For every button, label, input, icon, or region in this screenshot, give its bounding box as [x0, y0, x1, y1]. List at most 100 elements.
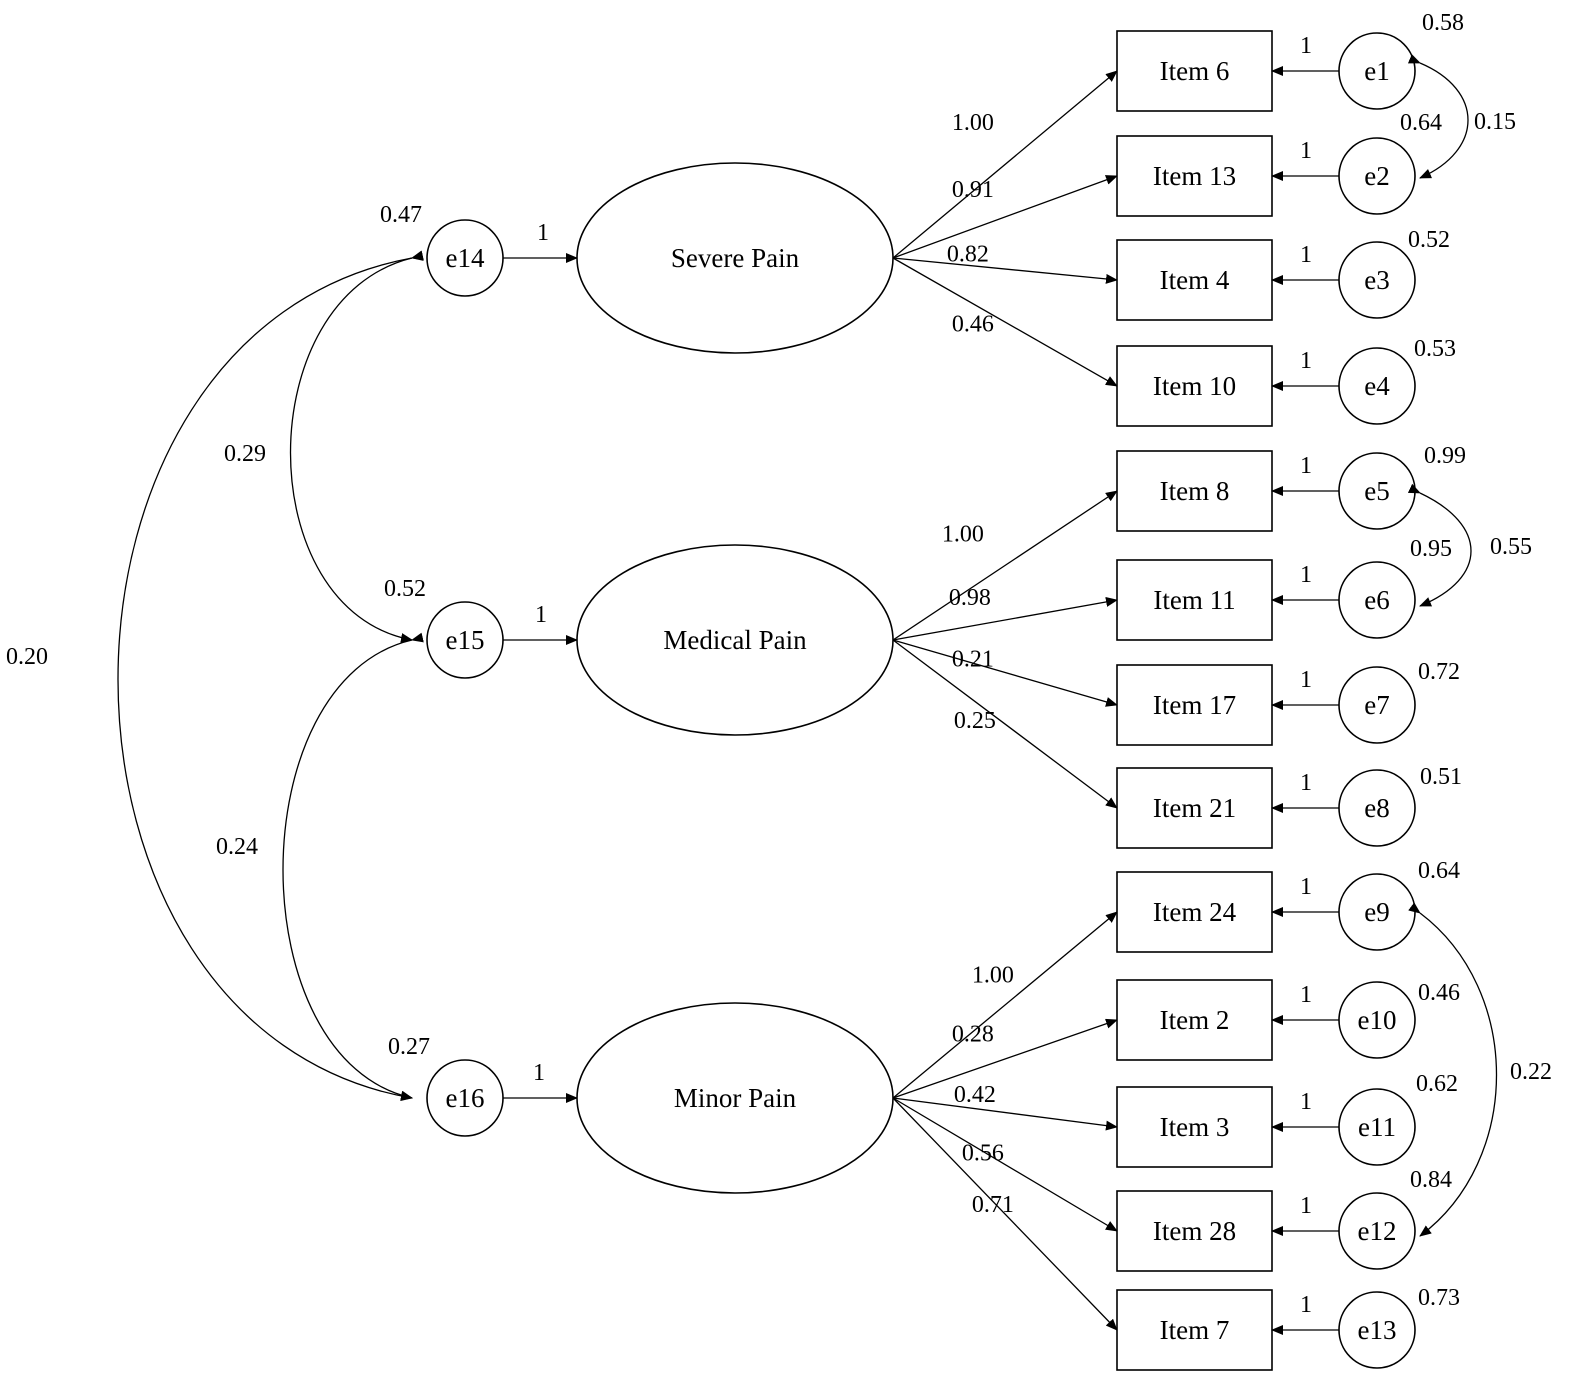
- item-label: Item 28: [1153, 1216, 1236, 1246]
- error-path-weight: 1: [1300, 33, 1312, 59]
- factor-covariances: 0.29 0.24 0.20: [6, 250, 424, 1102]
- loading-label-item-21: 0.25: [954, 708, 996, 734]
- error-path-weight: 1: [1300, 982, 1312, 1008]
- loading-arrow-item-7: [892, 1097, 1118, 1331]
- error-covariances: 0.15 0.55 0.22: [1407, 54, 1552, 1237]
- error-label: e14: [446, 243, 485, 273]
- covariance-curve-e15-e16: [282, 632, 424, 1101]
- item-box: [1116, 559, 1273, 641]
- loading-arrow-item-13: [892, 175, 1118, 259]
- item-box: [1116, 664, 1273, 746]
- error-path-weight: 1: [1300, 1292, 1312, 1318]
- covariance-label-e5-e6: 0.55: [1490, 534, 1532, 560]
- error-path-weight: 1: [537, 220, 549, 246]
- item-label: Item 7: [1160, 1315, 1230, 1345]
- error-path-weight: 1: [1300, 453, 1312, 479]
- latent-factor-minor-pain: Minor Pain: [576, 1002, 894, 1194]
- error-variance: 0.47: [380, 202, 422, 228]
- item-box: [1116, 1190, 1273, 1272]
- error-variance: 0.73: [1418, 1285, 1460, 1311]
- loading-arrow-item-21: [892, 639, 1118, 809]
- error-path-weight: 1: [1300, 1193, 1312, 1219]
- covariance-curve-e1-e2: [1407, 54, 1469, 179]
- error-label: e10: [1358, 1005, 1397, 1035]
- covariance-label-e14-e15: 0.29: [224, 441, 266, 467]
- error-variance: 0.84: [1410, 1167, 1452, 1193]
- error-path-weight: 1: [1300, 667, 1312, 693]
- factor-error-e16: e16 0.27 1: [388, 1034, 578, 1137]
- error-variance: 0.58: [1422, 10, 1464, 36]
- item-box: [1116, 239, 1273, 321]
- latent-factors: Severe Pain Medical Pain Minor Pain: [576, 162, 894, 1194]
- error-path-weight: 1: [533, 1060, 545, 1086]
- item-label: Item 4: [1160, 265, 1230, 295]
- factor-error-e14: e14 0.47 1: [380, 202, 578, 297]
- error-path-weight: 1: [1300, 348, 1312, 374]
- item-item-6: Item 6 1 e1 0.58: [1116, 10, 1464, 112]
- error-variance: 0.62: [1416, 1071, 1458, 1097]
- item-box: [1116, 345, 1273, 427]
- error-circle-e3: [1338, 241, 1416, 319]
- error-label: e11: [1358, 1112, 1396, 1142]
- covariance-curve-e14-e16: [117, 251, 424, 1102]
- item-box: [1116, 871, 1273, 953]
- covariance-curve-e9-e12: [1408, 902, 1497, 1237]
- factor-label: Medical Pain: [663, 625, 807, 655]
- error-variance: 0.99: [1424, 443, 1466, 469]
- loading-label-item-17: 0.21: [952, 646, 994, 672]
- factor-error-e15: e15 0.52 1: [384, 576, 578, 679]
- error-path-weight: 1: [1300, 562, 1312, 588]
- error-variance: 0.95: [1410, 536, 1452, 562]
- item-label: Item 11: [1153, 585, 1235, 615]
- item-item-7: Item 7 1 e13 0.73: [1116, 1285, 1460, 1371]
- item-label: Item 10: [1153, 371, 1236, 401]
- error-label: e2: [1364, 161, 1389, 191]
- error-circle-e13: [1338, 1291, 1416, 1369]
- loading-arrow-item-24: [892, 911, 1118, 1099]
- item-box: [1116, 1289, 1273, 1371]
- loading-arrow-item-6: [892, 70, 1118, 259]
- loading-arrow-item-28: [892, 1097, 1118, 1232]
- error-label: e1: [1364, 56, 1389, 86]
- item-label: Item 6: [1160, 56, 1230, 86]
- item-box: [1116, 767, 1273, 849]
- loading-label-item-13: 0.91: [952, 177, 994, 203]
- error-variance: 0.52: [1408, 227, 1450, 253]
- loading-arrow-item-8: [892, 490, 1118, 641]
- error-path-weight: 1: [1300, 874, 1312, 900]
- item-box: [1116, 450, 1273, 532]
- loading-label-item-2: 0.28: [952, 1022, 994, 1048]
- loading-label-item-3: 0.42: [954, 1082, 996, 1108]
- loading-label-item-7: 0.71: [972, 1192, 1014, 1218]
- error-label: e13: [1358, 1315, 1397, 1345]
- loading-label-item-10: 0.46: [952, 311, 994, 337]
- error-path-weight: 1: [1300, 770, 1312, 796]
- error-variance: 0.64: [1400, 110, 1442, 136]
- error-variance: 0.51: [1420, 764, 1462, 790]
- error-variance: 0.53: [1414, 336, 1456, 362]
- item-label: Item 21: [1153, 793, 1236, 823]
- loading-arrow-item-3: [892, 1097, 1118, 1131]
- item-label: Item 2: [1160, 1005, 1230, 1035]
- error-path-weight: 1: [1300, 1089, 1312, 1115]
- error-variance: 0.64: [1418, 858, 1460, 884]
- factor-error-terms: e14 0.47 1 e15 0.52 1 e16 0.27 1: [380, 202, 578, 1137]
- error-label: e16: [446, 1083, 485, 1113]
- covariance-label-e9-e12: 0.22: [1510, 1059, 1552, 1085]
- item-label: Item 17: [1153, 690, 1236, 720]
- error-label: e15: [446, 625, 485, 655]
- item-box: [1116, 1086, 1273, 1168]
- factor-loadings: 1.000.910.820.461.000.980.210.251.000.28…: [892, 70, 1118, 1331]
- covariance-curve-e14-e15: [289, 250, 424, 643]
